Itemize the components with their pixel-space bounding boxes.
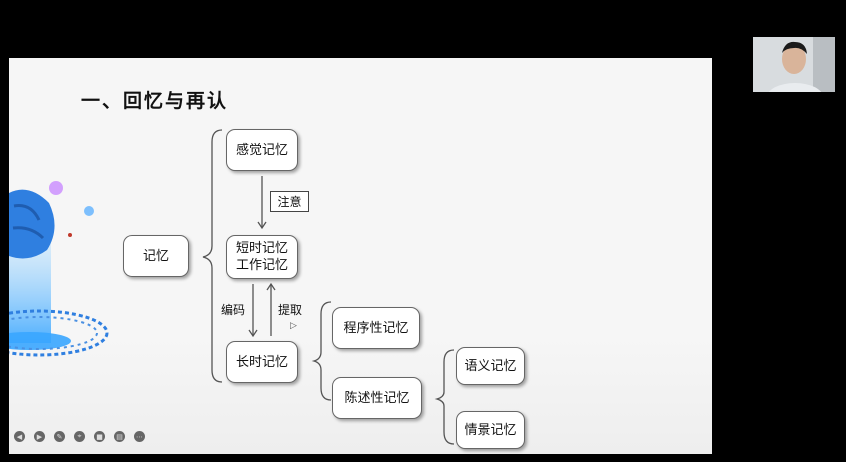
slide-toolbar: ◀ ▶ ✎ ⌖ ■ ▤ ⋯ (14, 431, 145, 442)
pen-icon[interactable]: ✎ (54, 431, 65, 442)
declarative-memory-box: 陈述性记忆 (332, 377, 422, 419)
attention-label: 注意 (270, 191, 309, 212)
webcam-feed (753, 37, 835, 92)
mouse-cursor-icon: ▷ (290, 321, 297, 331)
long-term-memory-box: 长时记忆 (226, 341, 298, 383)
root-memory-box: 记忆 (123, 235, 189, 277)
camera-icon[interactable]: ■ (94, 431, 105, 442)
more-icon[interactable]: ⋯ (134, 431, 145, 442)
diagram-connectors (202, 129, 455, 445)
presenter-avatar (753, 37, 835, 92)
presentation-slide: 一、回忆与再认 (9, 58, 712, 454)
prev-icon[interactable]: ◀ (14, 431, 25, 442)
next-icon[interactable]: ▶ (34, 431, 45, 442)
episodic-memory-box: 情景记忆 (456, 411, 525, 449)
slide-title: 一、回忆与再认 (81, 90, 229, 112)
retrieve-label: 提取 (278, 303, 303, 317)
caption-icon[interactable]: ▤ (114, 431, 125, 442)
encode-label: 编码 (221, 303, 246, 317)
brain-graphic (9, 181, 109, 357)
semantic-memory-box: 语义记忆 (456, 347, 525, 385)
procedural-memory-box: 程序性记忆 (332, 307, 420, 349)
sensory-memory-box: 感觉记忆 (226, 129, 298, 171)
short-term-memory-box: 短时记忆 工作记忆 (226, 235, 298, 279)
pointer-icon[interactable]: ⌖ (74, 431, 85, 442)
